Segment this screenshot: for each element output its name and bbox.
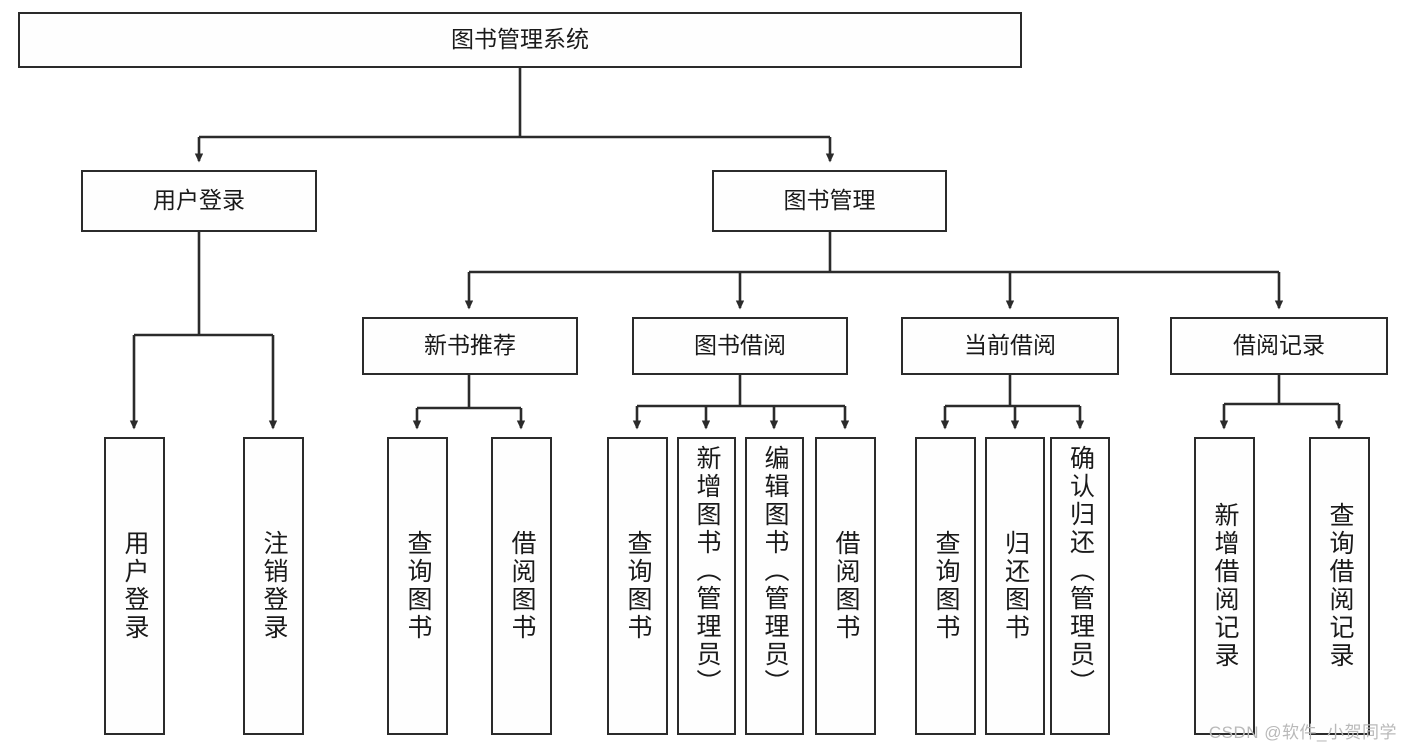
node-leaf-add-book[interactable]: 新增图书（管理员）	[677, 437, 736, 735]
edge-book-borrow-to-leaves	[632, 375, 850, 430]
node-leaf-query-book-1-label: 查询图书	[404, 530, 432, 642]
edge-new-book-recommend-to-leaves	[412, 375, 526, 430]
watermark-csdn: CSDN @软件_小贺同学	[1208, 723, 1397, 742]
node-leaf-edit-book-label: 编辑图书（管理员）	[761, 445, 789, 697]
node-leaf-borrow-book-2-label: 借阅图书	[832, 530, 860, 642]
node-leaf-return-book[interactable]: 归还图书	[985, 437, 1045, 735]
node-book-borrow-label: 图书借阅	[694, 332, 786, 359]
node-leaf-query-book-1[interactable]: 查询图书	[387, 437, 448, 735]
node-user-login[interactable]: 用户登录	[81, 170, 317, 232]
node-leaf-borrow-book-1[interactable]: 借阅图书	[491, 437, 552, 735]
node-user-login-label: 用户登录	[153, 187, 245, 214]
node-book-management-label: 图书管理	[783, 187, 876, 214]
node-borrow-record[interactable]: 借阅记录	[1170, 317, 1388, 375]
node-leaf-query-record[interactable]: 查询借阅记录	[1309, 437, 1370, 735]
edge-book-management-to-level3	[464, 232, 1284, 310]
node-leaf-confirm-return[interactable]: 确认归还（管理员）	[1050, 437, 1110, 735]
node-leaf-add-book-label: 新增图书（管理员）	[693, 445, 721, 697]
edge-borrow-record-to-leaves	[1219, 375, 1344, 430]
edge-user-login-to-leaves	[129, 232, 278, 430]
node-current-borrow-label: 当前借阅	[964, 332, 1056, 359]
node-leaf-user-login[interactable]: 用户登录	[104, 437, 165, 735]
node-leaf-user-login-label: 用户登录	[121, 530, 149, 642]
node-leaf-borrow-book-1-label: 借阅图书	[508, 530, 536, 642]
node-leaf-query-book-3-label: 查询图书	[932, 530, 960, 642]
node-leaf-query-book-2-label: 查询图书	[624, 530, 652, 642]
edge-root-to-level2	[194, 68, 835, 163]
node-root-system-label: 图书管理系统	[451, 26, 589, 53]
node-leaf-add-record[interactable]: 新增借阅记录	[1194, 437, 1255, 735]
node-leaf-add-record-label: 新增借阅记录	[1211, 502, 1239, 670]
node-book-borrow[interactable]: 图书借阅	[632, 317, 848, 375]
node-leaf-query-book-2[interactable]: 查询图书	[607, 437, 668, 735]
node-root-system[interactable]: 图书管理系统	[18, 12, 1022, 68]
node-leaf-confirm-return-label: 确认归还（管理员）	[1066, 445, 1095, 697]
node-borrow-record-label: 借阅记录	[1233, 332, 1325, 359]
node-leaf-query-book-3[interactable]: 查询图书	[915, 437, 976, 735]
node-leaf-logout[interactable]: 注销登录	[243, 437, 304, 735]
node-leaf-return-book-label: 归还图书	[1001, 530, 1030, 642]
node-new-book-recommend[interactable]: 新书推荐	[362, 317, 578, 375]
node-leaf-edit-book[interactable]: 编辑图书（管理员）	[745, 437, 804, 735]
node-leaf-borrow-book-2[interactable]: 借阅图书	[815, 437, 876, 735]
node-new-book-recommend-label: 新书推荐	[424, 332, 516, 359]
node-current-borrow[interactable]: 当前借阅	[901, 317, 1119, 375]
edge-current-borrow-to-leaves	[940, 375, 1085, 430]
node-leaf-query-record-label: 查询借阅记录	[1326, 502, 1354, 670]
node-leaf-logout-label: 注销登录	[260, 530, 288, 642]
node-book-management[interactable]: 图书管理	[712, 170, 947, 232]
